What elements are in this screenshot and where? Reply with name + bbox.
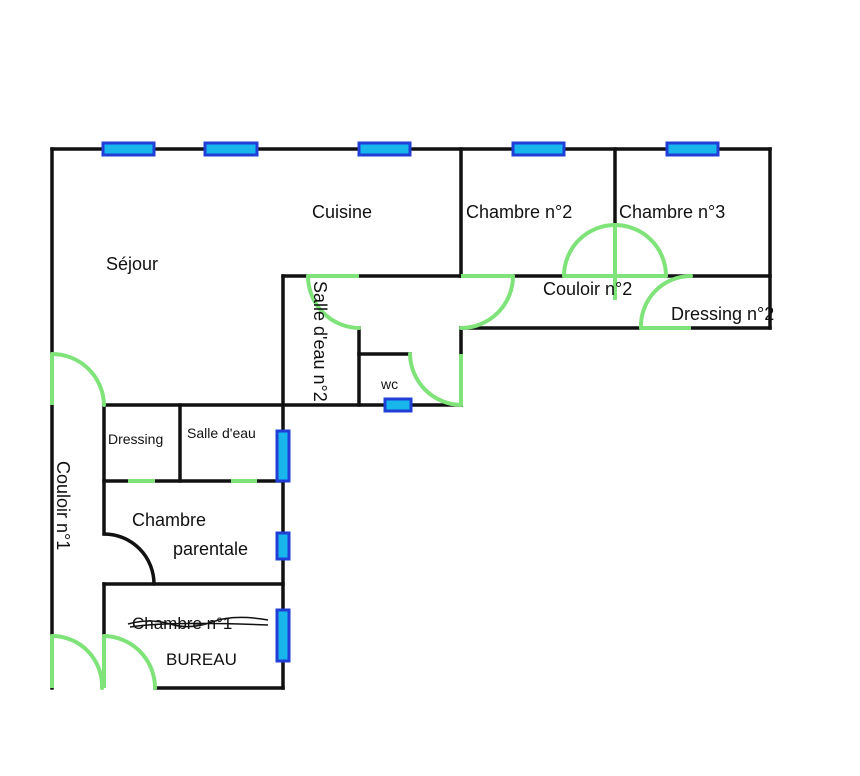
door-chambre3 xyxy=(613,223,668,278)
window-chambre-parentale xyxy=(275,531,291,561)
door-dressing2 xyxy=(638,274,693,330)
label-sejour: Séjour xyxy=(106,254,158,274)
door-sejour-couloir1 xyxy=(50,352,106,407)
door-wc xyxy=(408,352,463,407)
door-chambre-parentale xyxy=(102,532,156,586)
label-bureau: BUREAU xyxy=(166,650,237,669)
label-chambre-parentale-line2: parentale xyxy=(173,539,248,559)
window-chambre2 xyxy=(511,141,566,157)
door-couloir2 xyxy=(459,274,515,330)
window-cuisine xyxy=(357,141,412,157)
doors xyxy=(50,223,693,690)
window-chambre3 xyxy=(665,141,720,157)
label-couloir-2: Couloir n°2 xyxy=(543,279,632,299)
label-wc: wc xyxy=(380,376,398,392)
window-sejour-2 xyxy=(203,141,259,157)
window-wc xyxy=(383,397,413,413)
label-salle-eau-2: Salle d'eau n°2 xyxy=(310,281,330,402)
room-labels: Séjour Cuisine Chambre n°2 Chambre n°3 C… xyxy=(53,202,774,669)
door-bureau xyxy=(102,634,157,690)
window-sejour-1 xyxy=(101,141,156,157)
strike-chambre-1 xyxy=(127,616,269,628)
label-dressing: Dressing xyxy=(108,431,163,447)
door-chambre2 xyxy=(562,223,617,278)
window-salle-eau xyxy=(275,429,291,483)
label-chambre-parentale-line1: Chambre xyxy=(132,510,206,530)
label-dressing-2: Dressing n°2 xyxy=(671,304,774,324)
label-chambre-2: Chambre n°2 xyxy=(466,202,572,222)
label-couloir-1: Couloir n°1 xyxy=(53,461,73,550)
door-salle-eau2 xyxy=(306,274,361,330)
door-couloir1-lower xyxy=(50,634,105,690)
label-salle-eau: Salle d'eau xyxy=(187,425,256,441)
label-cuisine: Cuisine xyxy=(312,202,372,222)
label-chambre-3: Chambre n°3 xyxy=(619,202,725,222)
windows xyxy=(101,141,720,663)
window-bureau xyxy=(275,608,291,663)
walls xyxy=(50,147,772,690)
